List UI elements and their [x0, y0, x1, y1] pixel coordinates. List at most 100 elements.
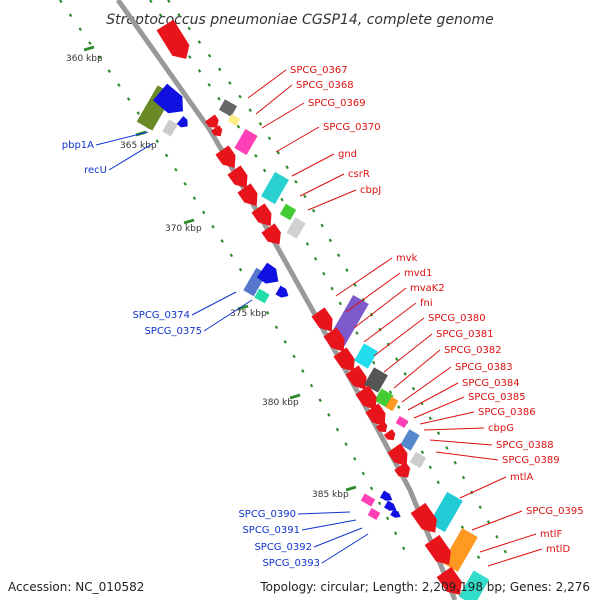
gene-arrow-forward [436, 566, 462, 595]
gene-label-recU[interactable]: recU [84, 165, 107, 176]
gene-block-mtlA [429, 491, 463, 533]
gene-arrow-forward [210, 125, 223, 137]
gene-label-cbpJ[interactable]: cbpJ [360, 185, 381, 196]
leader-line [345, 272, 401, 313]
gene-arrow-reverse [176, 116, 188, 128]
gene-label-fni[interactable]: fni [420, 298, 433, 309]
gene-arrow-forward [311, 307, 333, 332]
gene-label-SPCG_0389[interactable]: SPCG_0389 [502, 455, 560, 466]
gene-arrow-forward [261, 223, 281, 245]
scale-tick-label: 385 kbp [312, 490, 349, 500]
outer-scale-track [149, 0, 481, 561]
leader-line [95, 131, 149, 146]
gene-arrow-forward [387, 443, 408, 467]
gene-arrow-forward [205, 114, 219, 128]
gene-arrow-forward [345, 365, 367, 390]
leader-line [435, 451, 499, 461]
scale-tick-label: 360 kbp [66, 54, 103, 64]
gene-label-SPCG_0393[interactable]: SPCG_0393 [262, 558, 320, 569]
gene-label-SPCG_0381[interactable]: SPCG_0381 [436, 329, 494, 340]
gene-arrow-reverse [152, 83, 183, 114]
gene-arrow-forward [424, 534, 451, 565]
gene-arrow-forward [215, 145, 236, 169]
gene-label-SPCG_0388[interactable]: SPCG_0388 [496, 440, 554, 451]
leader-line [363, 302, 417, 343]
leader-line [487, 548, 543, 567]
gene-label-SPCG_0370[interactable]: SPCG_0370 [323, 122, 381, 133]
gene-arrow-forward [355, 385, 377, 410]
leader-line [203, 299, 253, 332]
gene-arrow-forward [251, 203, 272, 227]
gene-label-SPCG_0395[interactable]: SPCG_0395 [526, 506, 584, 517]
gene-label-cbpG[interactable]: cbpG [488, 423, 514, 434]
leader-line [423, 427, 485, 431]
gene-block-0389 [409, 451, 427, 469]
gene-label-gnd[interactable]: gnd [338, 149, 357, 160]
leader-line [383, 333, 433, 373]
gene-arrow-reverse [390, 508, 401, 518]
gene-label-SPCG_0390[interactable]: SPCG_0390 [238, 509, 296, 520]
gene-arrow-forward [323, 327, 345, 352]
gene-label-SPCG_0369[interactable]: SPCG_0369 [308, 98, 366, 109]
gene-label-SPCG_0374[interactable]: SPCG_0374 [132, 310, 190, 321]
leader-line [419, 411, 475, 425]
gene-block-0386 [395, 416, 409, 428]
gene-arrow-reverse [384, 500, 397, 511]
gene-label-mvd1[interactable]: mvd1 [404, 268, 432, 279]
leader-line [313, 527, 363, 548]
leader-line [373, 317, 425, 357]
gene-block-0390 [360, 493, 376, 507]
gene-arrow-forward [156, 19, 190, 59]
inner-scale-track [59, 0, 411, 561]
scale-tick-label: 375 kbp [230, 309, 267, 319]
gene-label-SPCG_0391[interactable]: SPCG_0391 [242, 525, 300, 536]
leader-line [459, 476, 507, 499]
gene-label-SPCG_0385[interactable]: SPCG_0385 [468, 392, 526, 403]
leader-line [255, 84, 293, 115]
gene-arrow-forward [410, 502, 437, 533]
leader-line [297, 511, 351, 515]
gene-arrow-forward [237, 183, 258, 207]
gene-label-mtlD[interactable]: mtlD [546, 544, 570, 555]
scale-tick-mark [83, 45, 95, 52]
leader-line [301, 519, 357, 531]
gene-block-0380 [364, 367, 388, 393]
leader-line [299, 173, 345, 197]
gene-label-SPCG_0368[interactable]: SPCG_0368 [296, 80, 354, 91]
gene-block-cbpJ [286, 217, 306, 239]
gene-label-SPCG_0382[interactable]: SPCG_0382 [444, 345, 502, 356]
gene-arrow-reverse [380, 490, 393, 501]
gene-label-SPCG_0384[interactable]: SPCG_0384 [462, 378, 520, 389]
gene-arrow-reverse [275, 285, 289, 298]
gene-label-SPCG_0380[interactable]: SPCG_0380 [428, 313, 486, 324]
gene-block-mtlF [442, 528, 478, 572]
gene-label-SPCG_0375[interactable]: SPCG_0375 [144, 326, 202, 337]
scale-tick-mark [345, 485, 357, 492]
gene-block-0367 [218, 99, 238, 117]
gene-label-pbp1A[interactable]: pbp1A [62, 140, 94, 151]
gene-label-mvaK2[interactable]: mvaK2 [410, 283, 445, 294]
leader-line [479, 533, 537, 553]
gene-block-0369 [234, 128, 258, 156]
leader-line [247, 69, 287, 99]
leader-line [291, 153, 335, 177]
gene-arrow-forward [365, 403, 386, 427]
gene-label-SPCG_0367[interactable]: SPCG_0367 [290, 65, 348, 76]
gene-label-SPCG_0383[interactable]: SPCG_0383 [455, 362, 513, 373]
gene-label-SPCG_0386[interactable]: SPCG_0386 [478, 407, 536, 418]
gene-block-0382 [385, 396, 399, 412]
leader-line [393, 349, 441, 389]
gene-label-csrR[interactable]: csrR [348, 169, 370, 180]
gene-label-mtlA[interactable]: mtlA [510, 472, 533, 483]
gene-label-SPCG_0392[interactable]: SPCG_0392 [254, 542, 312, 553]
gene-arrow-forward [394, 461, 411, 478]
leader-line [335, 257, 393, 297]
leader-line [401, 366, 452, 403]
accession-text: Accession: NC_010582 [8, 580, 145, 594]
gene-label-mvk[interactable]: mvk [396, 253, 418, 264]
leader-line [108, 143, 153, 171]
gene-label-mtlF[interactable]: mtlF [540, 529, 562, 540]
gene-block-mtlD [458, 570, 490, 600]
